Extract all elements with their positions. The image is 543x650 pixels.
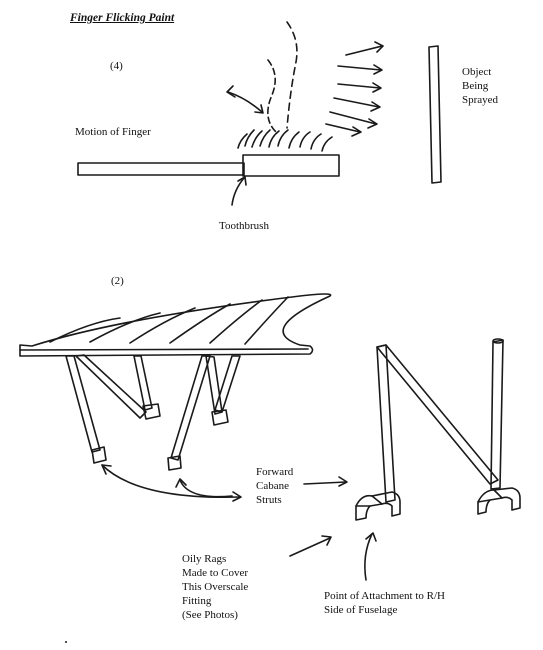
- cabane-label-arrow: [303, 481, 347, 485]
- motion-arrow: [227, 91, 263, 113]
- wing-ribs: [49, 296, 289, 345]
- toothbrush-label: Toothbrush: [219, 220, 269, 232]
- cabane-right-strut: [490, 339, 504, 490]
- right-fitting: [477, 487, 521, 515]
- object-label-line-2: Being: [462, 80, 489, 92]
- rags-label-line-3: This Overscale: [182, 581, 249, 593]
- attachment-label-line-1: Point of Attachment to R/H: [324, 590, 445, 602]
- left-fitting: [355, 491, 401, 521]
- toothbrush-pointer: [231, 177, 245, 206]
- rags-label-arrow: [289, 537, 331, 557]
- attachment-label-arrow: [364, 533, 373, 581]
- rags-label-line-4: Fitting: [182, 595, 212, 607]
- right-strut-pair: [167, 355, 241, 471]
- toothbrush-handle: [77, 162, 245, 176]
- cabane-struts-figure: [289, 338, 521, 581]
- finger-path-dashed: [267, 59, 277, 133]
- wing-figure: [19, 293, 332, 502]
- toothbrush-head: [242, 154, 340, 177]
- struts-label-line-2: Cabane: [256, 480, 289, 492]
- bristle-strokes: [237, 129, 333, 152]
- struts-label-line-1: Forward: [256, 466, 294, 478]
- spray-arrows: [325, 41, 384, 137]
- cabane-left-strut: [376, 344, 396, 503]
- figure-number-2: (2): [111, 275, 124, 287]
- cabane-diagonal-strut: [376, 344, 499, 485]
- object-label-line-3: Sprayed: [462, 94, 499, 106]
- rags-label-line-5: (See Photos): [182, 609, 238, 621]
- finger-path-dashed-2: [286, 21, 298, 129]
- toothbrush-figure: [77, 21, 442, 206]
- attachment-label-line-2: Side of Fuselage: [324, 604, 398, 616]
- diagram-title: Finger Flicking Paint: [70, 12, 175, 24]
- left-strut-pair: [65, 354, 161, 464]
- rags-label-line-1: Oily Rags: [182, 553, 227, 565]
- struts-label-line-3: Struts: [256, 494, 282, 506]
- sprayed-object: [428, 45, 442, 184]
- rags-label-line-2: Made to Cover: [182, 567, 248, 579]
- motion-of-finger-label: Motion of Finger: [75, 126, 151, 138]
- object-label-line-1: Object: [462, 66, 492, 78]
- wing-outline: [19, 293, 332, 357]
- figure-number-4: (4): [110, 60, 123, 72]
